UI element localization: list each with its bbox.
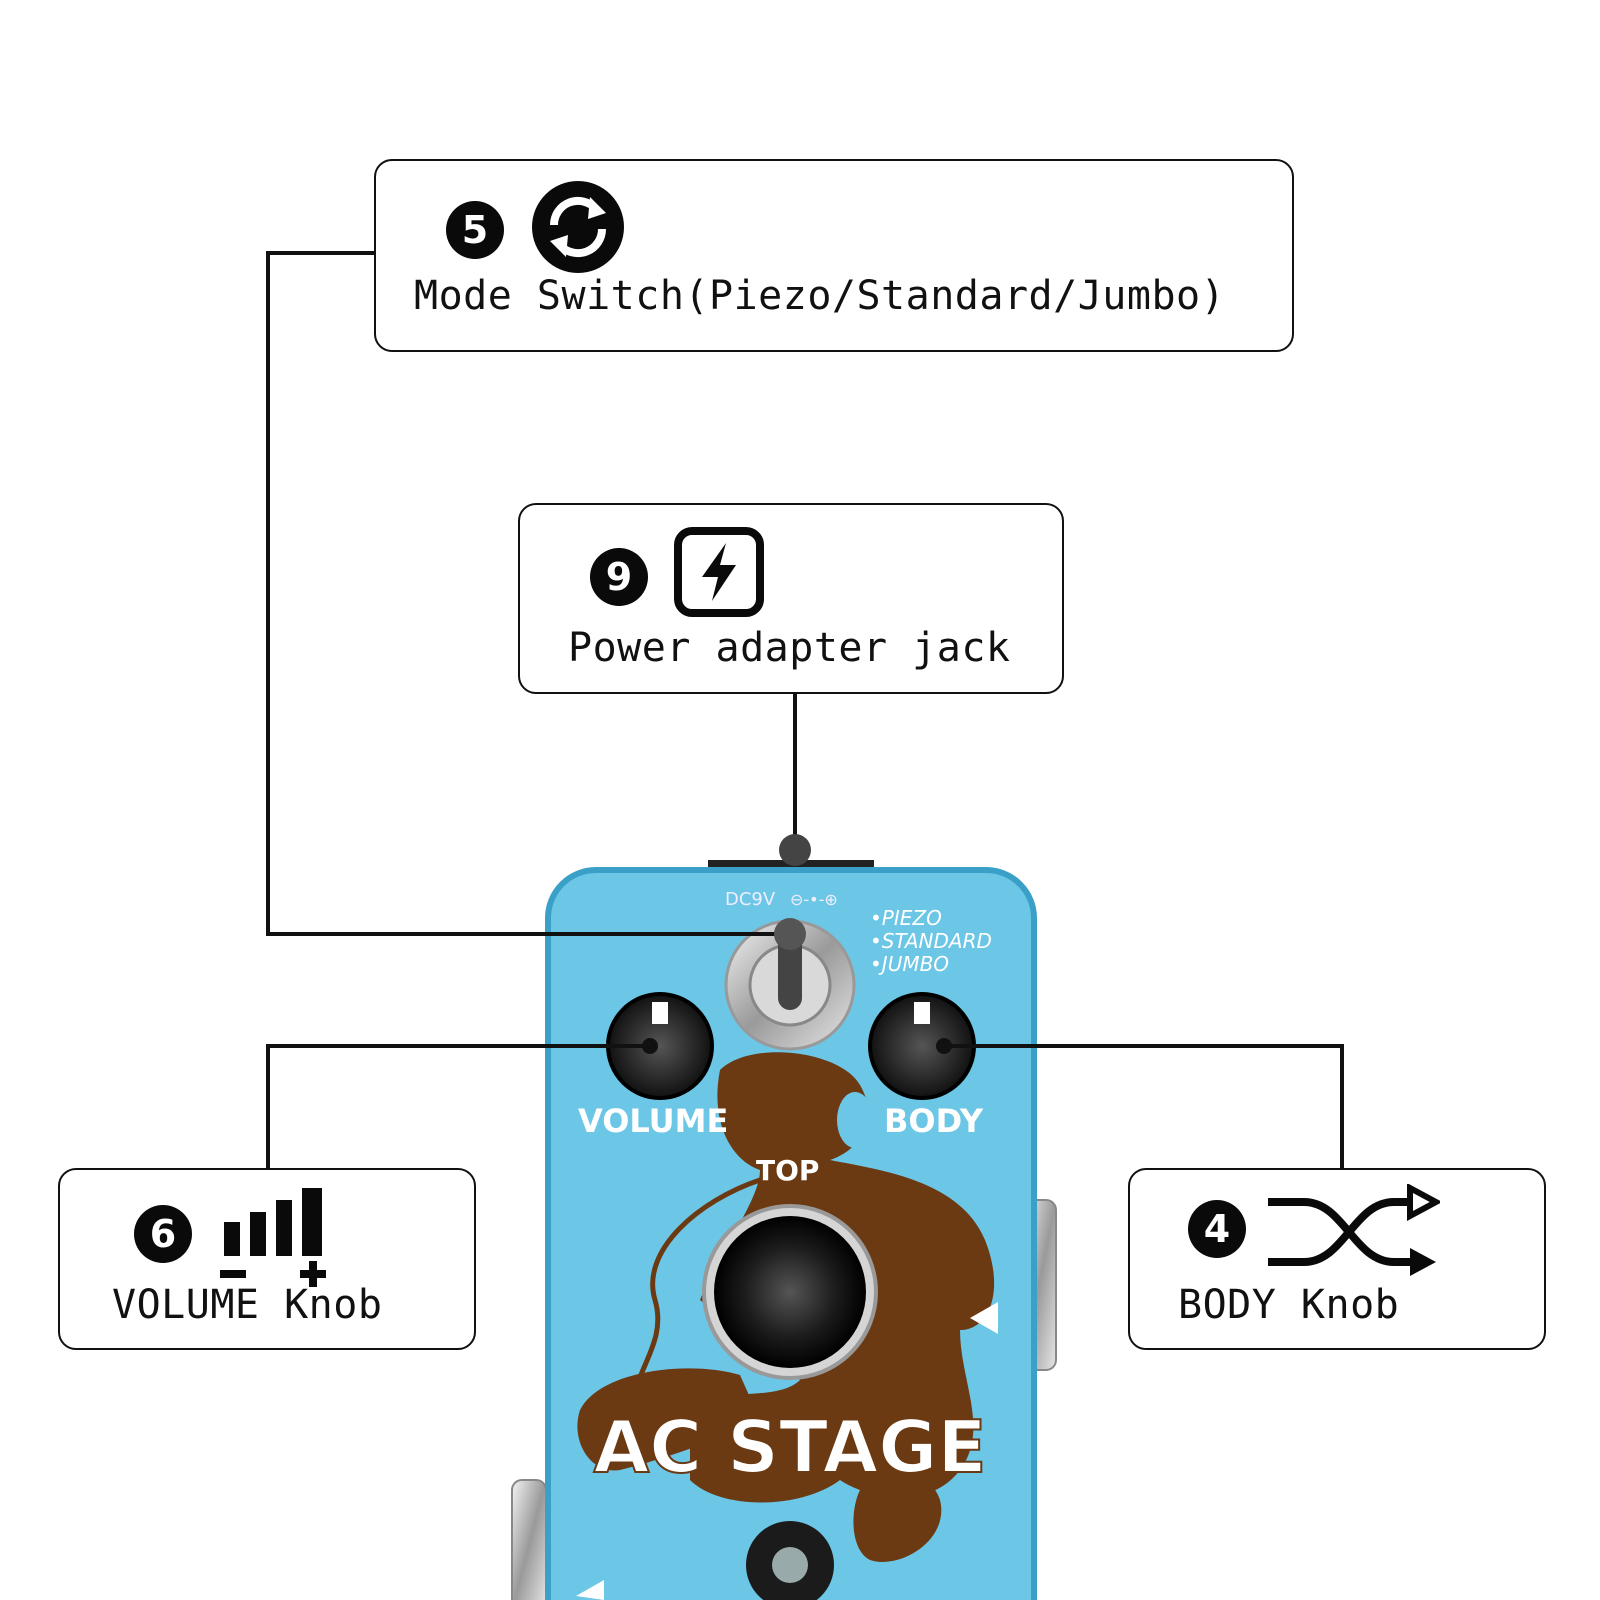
callout-number-4: 4 [1188,1200,1246,1258]
volume-bars-icon [220,1188,326,1287]
volume-knob-callout-label: VOLUME Knob [112,1282,383,1328]
mode-option-jumbo: •JUMBO [870,952,949,976]
mode-option-piezo: •PIEZO [870,906,942,930]
leader-body [944,1044,1344,1168]
volume-knob [606,992,714,1100]
polarity-icon: ⊖-•-⊕ [790,890,838,909]
callout-body-knob: 4 BODY Knob [1128,1168,1546,1350]
dc-label: DC9V [725,889,776,910]
callout-number-5: 5 [446,201,504,259]
callout-number-9: 9 [590,548,648,606]
body-knob-callout-label: BODY Knob [1178,1282,1400,1328]
top-label: TOP [756,1154,819,1187]
cable-outline [632,1177,761,1422]
input-arrow [576,1580,604,1600]
volume-knob-label: VOLUME [578,1102,728,1140]
pedal-name: AC STAGE [593,1405,986,1489]
callout-mode-switch: 5 Mode Switch(Piezo/Standard/Jumbo) [374,159,1294,352]
mode-switch-label: Mode Switch(Piezo/Standard/Jumbo) [414,273,1226,319]
output-arrow [970,1302,998,1334]
leader-volume [266,1044,650,1168]
callout-power-jack: 9 Power adapter jack [518,503,1064,694]
refresh-icon [532,181,624,273]
leader-mode-switch [266,251,790,936]
footswitch [702,1204,878,1380]
body-knob-label: BODY [884,1102,984,1140]
mode-option-standard: •STANDARD [870,929,992,953]
power-jack-label: Power adapter jack [568,625,1011,671]
lightning-icon [674,527,764,617]
callout-volume-knob: 6 VOLUME Knob [58,1168,476,1350]
shuffle-arrows-icon [1268,1184,1440,1276]
callout-number-6: 6 [134,1205,192,1263]
